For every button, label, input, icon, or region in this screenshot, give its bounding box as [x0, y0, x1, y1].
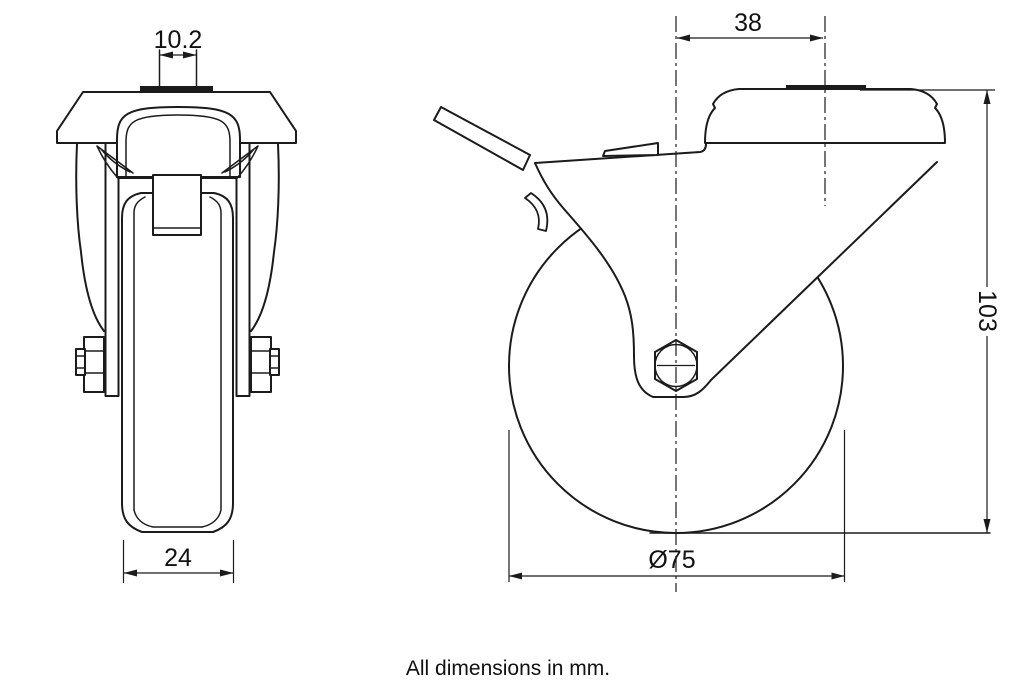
- top-plate-front: [56, 91, 297, 144]
- axle-nut-right: [250, 336, 280, 393]
- swivel-dome: [116, 106, 241, 178]
- plate-line-side: [534, 143, 707, 164]
- brake-mount-wedge: [602, 142, 659, 157]
- fork-side-outline: [534, 161, 938, 398]
- dimension-overall-height: 103: [860, 89, 1001, 533]
- fork-contour-right: [250, 143, 280, 332]
- wheel-tread-right: [201, 196, 222, 528]
- side-view: 38 103 Ø75: [433, 9, 1001, 592]
- dimension-swivel-offset: 38: [677, 9, 823, 42]
- wheel-front: [121, 192, 234, 533]
- swivel-dome-inner: [125, 114, 231, 178]
- boss-base-bar: [140, 86, 213, 91]
- dimensions-note: All dimensions in mm.: [406, 657, 610, 680]
- dimension-label-bolt-hole: 10.2: [154, 26, 203, 54]
- dimension-label-swivel-offset: 38: [734, 9, 762, 37]
- fork-leg-left: [104, 143, 120, 397]
- dimension-wheel-diameter: Ø75: [508, 430, 846, 582]
- dimension-label-wheel-width: 24: [164, 544, 192, 572]
- fork-contour-left: [75, 143, 105, 332]
- fork-side-fill: [535, 146, 937, 397]
- top-cap-side: [704, 88, 946, 144]
- bolt-boss-front: [158, 49, 198, 89]
- dimension-label-wheel-diameter: Ø75: [648, 546, 695, 574]
- fork-leg-right: [235, 143, 251, 397]
- dimension-wheel-width: 24: [122, 540, 235, 583]
- dimension-bolt-hole: 10.2: [154, 26, 203, 59]
- dimension-label-overall-height: 103: [973, 290, 1001, 332]
- cap-top-bar: [786, 85, 866, 90]
- axle-nut-side: [654, 339, 698, 392]
- front-view: 10.2 24: [56, 26, 297, 583]
- axle-nut-left: [75, 336, 105, 393]
- seal-ear-right: [221, 145, 259, 178]
- seal-ear-left: [96, 145, 134, 178]
- kingpin-stem: [152, 174, 202, 236]
- brake-hook: [524, 192, 549, 232]
- brake-pedal: [433, 106, 531, 171]
- wheel-tread-left: [133, 196, 203, 528]
